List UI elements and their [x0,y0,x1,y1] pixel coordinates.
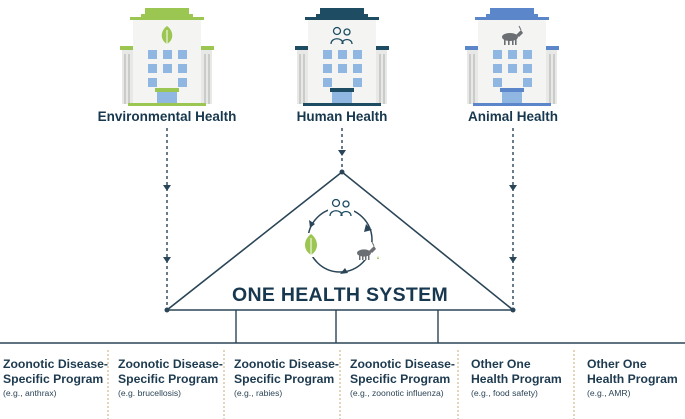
people-icon [329,198,352,217]
leaf-icon [161,26,173,44]
building-environmental [120,8,214,106]
program-example: (e.g., zoonotic influenza) [350,388,444,398]
building-label-animal: Animal Health [467,109,559,124]
program-title: Zoonotic Disease-Specific Program [3,357,108,386]
program-connectors [0,310,685,344]
program-4: Zoonotic Disease-Specific Program (e.g.,… [350,357,462,398]
building-animal [465,8,559,106]
program-5: Other One Health Program (e.g., food saf… [471,357,571,398]
program-6: Other One Health Program (e.g., AMR) [587,357,685,398]
leaf-icon [305,234,317,256]
arrowheads [163,150,517,263]
building-label-human: Human Health [296,109,388,124]
program-3: Zoonotic Disease-Specific Program (e.g.,… [234,357,346,398]
program-example: (e.g., food safety) [471,388,538,398]
program-title: Other One Health Program [471,357,562,386]
building-human [295,8,389,106]
program-example: (e.g., rabies) [234,388,283,398]
cycle-icon [301,196,380,274]
program-2: Zoonotic Disease-Specific Program (e.g. … [118,357,230,398]
column-dividers [107,350,575,419]
program-title: Zoonotic Disease-Specific Program [118,357,223,386]
program-title: Zoonotic Disease-Specific Program [350,357,455,386]
program-example: (e.g. brucellosis) [118,388,182,398]
system-title: ONE HEALTH SYSTEM [231,284,448,306]
program-example: (e.g., anthrax) [3,388,57,398]
one-health-triangle [164,169,516,313]
program-1: Zoonotic Disease-Specific Program (e.g.,… [3,357,115,398]
connector-lines [166,128,514,308]
goat-icon [502,25,523,45]
people-icon [330,26,353,45]
goat-icon [357,241,379,260]
building-label-environmental: Environmental Health [97,109,237,124]
program-title: Zoonotic Disease-Specific Program [234,357,339,386]
program-example: (e.g., AMR) [587,388,631,398]
program-title: Other One Health Program [587,357,678,386]
